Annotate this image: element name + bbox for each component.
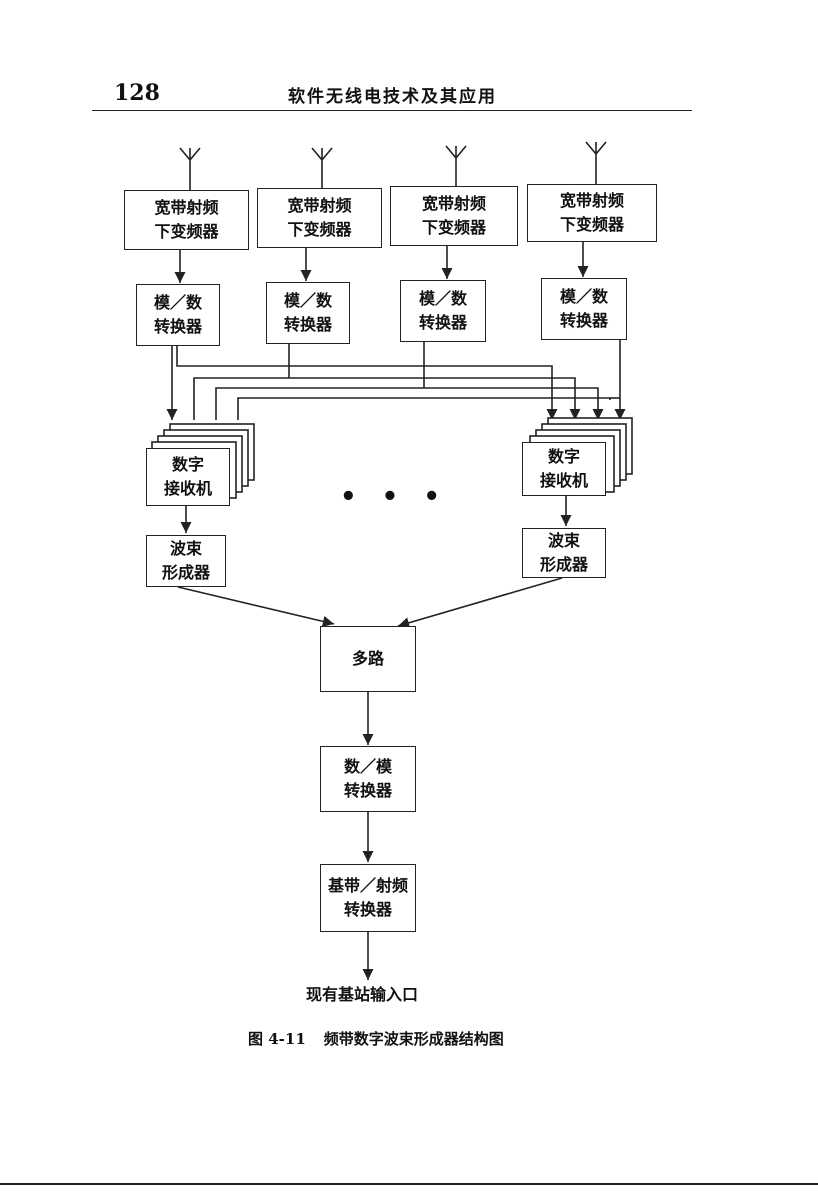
baseband-rf-line1: 基带／射频: [327, 876, 408, 895]
digital-receiver-2: 数字 接收机: [522, 442, 606, 496]
adc-2: 模／数 转换器: [266, 282, 350, 344]
beamformer-2-line2: 形成器: [539, 555, 588, 574]
adc-2-line2: 转换器: [283, 315, 332, 334]
digital-receiver-1: 数字 接收机: [146, 448, 230, 506]
adc-4: 模／数 转换器: [541, 278, 627, 340]
antenna-icon-3: [445, 145, 467, 186]
antenna-icon-2: [311, 147, 333, 188]
antenna-icon-4: [585, 141, 607, 184]
beamformer-2-line1: 波束: [547, 531, 580, 550]
adc-3-line1: 模／数: [418, 289, 467, 308]
digital-receiver-1-line2: 接收机: [163, 479, 212, 498]
adc-2-line1: 模／数: [283, 291, 332, 310]
multiplexer: 多路: [320, 626, 416, 692]
beamformer-2: 波束 形成器: [522, 528, 606, 578]
adc-4-line1: 模／数: [559, 287, 608, 306]
baseband-rf-line2: 转换器: [343, 900, 392, 919]
caption-number: 图 4-11: [248, 1030, 306, 1048]
digital-receiver-2-line2: 接收机: [539, 471, 588, 490]
output-label: 现有基站输入口: [306, 985, 419, 1004]
adc-4-line2: 转换器: [559, 311, 608, 330]
antenna-icon-1: [179, 147, 201, 190]
digital-receiver-2-line1: 数字: [547, 447, 580, 466]
header-rule: [92, 110, 692, 111]
adc-3: 模／数 转换器: [400, 280, 486, 342]
adc-1: 模／数 转换器: [136, 284, 220, 346]
adc-3-line2: 转换器: [418, 313, 467, 332]
rf-downconverter-1-line2: 下变频器: [154, 222, 219, 241]
dac-line1: 数／模: [343, 757, 392, 776]
multiplexer-label: 多路: [351, 649, 384, 668]
rf-downconverter-1-line1: 宽带射频: [154, 198, 219, 217]
baseband-rf-converter: 基带／射频 转换器: [320, 864, 416, 932]
rf-downconverter-4-line1: 宽带射频: [559, 191, 624, 210]
adc-1-line2: 转换器: [153, 317, 202, 336]
arrow-bf1-mux: [177, 586, 335, 627]
ellipsis-more-channels: • • •: [340, 482, 448, 512]
dac-line2: 转换器: [343, 781, 392, 800]
rf-downconverter-4: 宽带射频 下变频器: [527, 184, 657, 242]
caption-text: 频带数字波束形成器结构图: [323, 1030, 504, 1048]
page-number: 128: [114, 80, 160, 106]
running-title: 软件无线电技术及其应用: [288, 87, 497, 107]
beamformer-1-line1: 波束: [169, 539, 202, 558]
distribution-bus: [166, 340, 626, 420]
rf-downconverter-1: 宽带射频 下变频器: [124, 190, 249, 250]
footer-rule: [0, 1183, 818, 1185]
rf-downconverter-2-line2: 下变频器: [287, 220, 352, 239]
adc-1-line1: 模／数: [153, 293, 202, 312]
rf-downconverter-4-line2: 下变频器: [559, 215, 624, 234]
arrow-bf2-mux: [397, 577, 563, 629]
dac: 数／模 转换器: [320, 746, 416, 812]
rf-downconverter-3-line1: 宽带射频: [421, 194, 486, 213]
figure-caption: 图 4-11 频带数字波束形成器结构图: [248, 1028, 504, 1049]
rf-downconverter-2-line1: 宽带射频: [287, 196, 352, 215]
rf-downconverter-3: 宽带射频 下变频器: [390, 186, 518, 246]
beamformer-1-line2: 形成器: [161, 563, 210, 582]
rf-downconverter-2: 宽带射频 下变频器: [257, 188, 382, 248]
rf-downconverter-3-line2: 下变频器: [421, 218, 486, 237]
beamformer-1: 波束 形成器: [146, 535, 226, 587]
digital-receiver-1-line1: 数字: [171, 455, 204, 474]
